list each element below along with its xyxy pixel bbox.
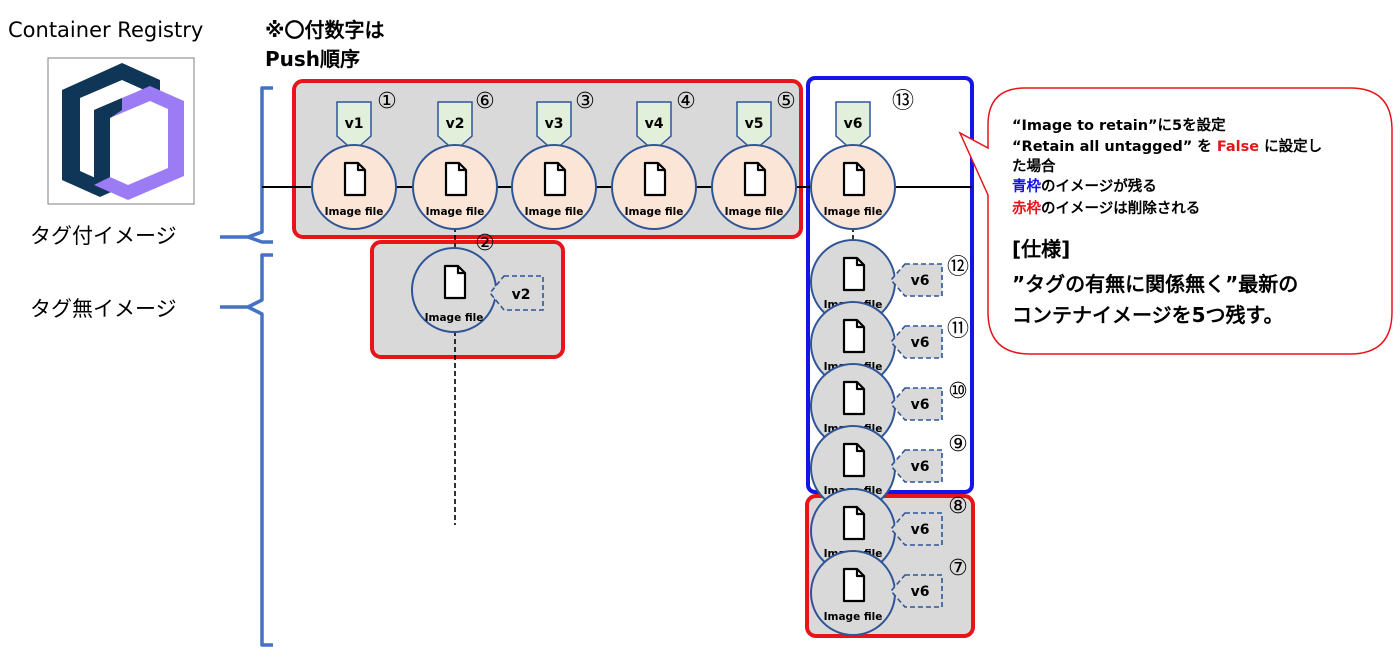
- callout-line-5-rest: のイメージは削除される: [1041, 199, 1200, 217]
- image-file-label: Image file: [725, 206, 784, 218]
- push-order: ①: [377, 89, 397, 114]
- image-file-label: Image file: [425, 312, 484, 324]
- callout-line-3: た場合: [1012, 157, 1056, 175]
- image-file-label: Image file: [525, 206, 584, 218]
- tag-label: v6: [911, 397, 930, 413]
- push-order: ⑥: [475, 89, 495, 114]
- image-file-label: Image file: [325, 206, 384, 218]
- file-icon: [842, 442, 866, 478]
- push-order: ⑩: [948, 379, 968, 404]
- callout-line-5: 赤枠のイメージは削除される: [1012, 199, 1200, 217]
- image-file-label: Image file: [625, 206, 684, 218]
- file-icon: [842, 567, 866, 603]
- tag-label: v5: [745, 116, 764, 132]
- tag-label: v6: [844, 116, 863, 132]
- tag-label: v1: [345, 116, 364, 132]
- untagged-images-label: タグ無イメージ: [30, 297, 177, 321]
- push-order-note-line2: Push順序: [265, 47, 360, 71]
- file-icon: [543, 161, 567, 197]
- push-order: ④: [676, 89, 696, 114]
- file-icon: [842, 380, 866, 416]
- image-file-label: Image file: [426, 206, 485, 218]
- false-value: False: [1217, 139, 1259, 155]
- tag-label: v2: [512, 287, 531, 303]
- push-order: ⑬: [892, 89, 914, 114]
- untagged-brace: [246, 253, 273, 647]
- registry-title: Container Registry: [8, 18, 203, 42]
- red-frame-word: 赤枠: [1012, 199, 1041, 217]
- push-order: ⑪: [947, 317, 969, 342]
- push-order: ⑧: [948, 494, 968, 519]
- spec-title: [仕様]: [1012, 237, 1070, 261]
- untagged-image-v6-12: Image file v6 ⑫: [810, 239, 969, 325]
- tag-label: v6: [911, 584, 930, 600]
- file-icon: [842, 505, 866, 541]
- file-icon: [443, 264, 467, 300]
- file-icon: [444, 161, 468, 197]
- file-icon: [842, 161, 866, 197]
- tag-label: v6: [911, 273, 930, 289]
- file-icon: [743, 161, 767, 197]
- tag-label: v4: [645, 116, 664, 132]
- image-file-label: Image file: [824, 206, 883, 218]
- callout-line-2: “Retain all untagged” を False に設定し: [1012, 137, 1322, 155]
- file-icon: [343, 161, 367, 197]
- push-order: ③: [575, 89, 595, 114]
- tag-label: v2: [446, 116, 465, 132]
- tagged-images-label: タグ付イメージ: [30, 224, 177, 248]
- tagged-image-v2: v2 Image file ⑥: [412, 89, 498, 230]
- callout-line-1: “Image to retain”に5を設定: [1012, 116, 1226, 134]
- push-order-note-line1: ※〇付数字は: [265, 18, 384, 42]
- file-icon: [643, 161, 667, 197]
- retain-frame: [806, 76, 974, 494]
- tag-label: v6: [911, 522, 930, 538]
- file-icon: [842, 256, 866, 292]
- tag-label: v3: [545, 116, 564, 132]
- callout-line-2a: “Retain all untagged” を: [1012, 138, 1217, 155]
- tagged-image-v5: v5 Image file ⑤: [711, 89, 797, 230]
- tagged-image-v3: v3 Image file ③: [511, 89, 597, 230]
- image-file-label: Image file: [824, 611, 883, 623]
- push-order: ⑫: [947, 255, 969, 280]
- tag-label: v6: [911, 459, 930, 475]
- push-order: ⑤: [776, 89, 796, 114]
- spec-line-1: ”タグの有無に関係無く”最新の: [1012, 272, 1298, 296]
- container-registry-logo: [47, 57, 195, 205]
- callout-line-2b: に設定し: [1259, 137, 1322, 155]
- tag-label: v6: [911, 335, 930, 351]
- push-order: ⑦: [948, 556, 968, 581]
- blue-frame-word: 青枠: [1012, 177, 1041, 195]
- file-icon: [842, 318, 866, 354]
- push-order: ⑨: [948, 432, 968, 457]
- untagged-image-v2: Image file v2 ②: [411, 231, 544, 333]
- untagged-image-v6-7: Image file v6 ⑦: [810, 550, 968, 636]
- push-order: ②: [475, 231, 495, 256]
- tagged-image-v4: v4 Image file ④: [611, 89, 697, 230]
- callout-line-4-rest: のイメージが残る: [1041, 177, 1157, 195]
- spec-line-2: コンテナイメージを5つ残す。: [1012, 303, 1284, 327]
- tagged-image-v6: v6 Image file ⑬: [810, 89, 914, 230]
- tagged-brace: [246, 86, 273, 244]
- callout-bubble: [958, 87, 1393, 355]
- callout-line-4: 青枠のイメージが残る: [1012, 177, 1157, 195]
- tagged-image-v1: v1 Image file ①: [311, 89, 397, 230]
